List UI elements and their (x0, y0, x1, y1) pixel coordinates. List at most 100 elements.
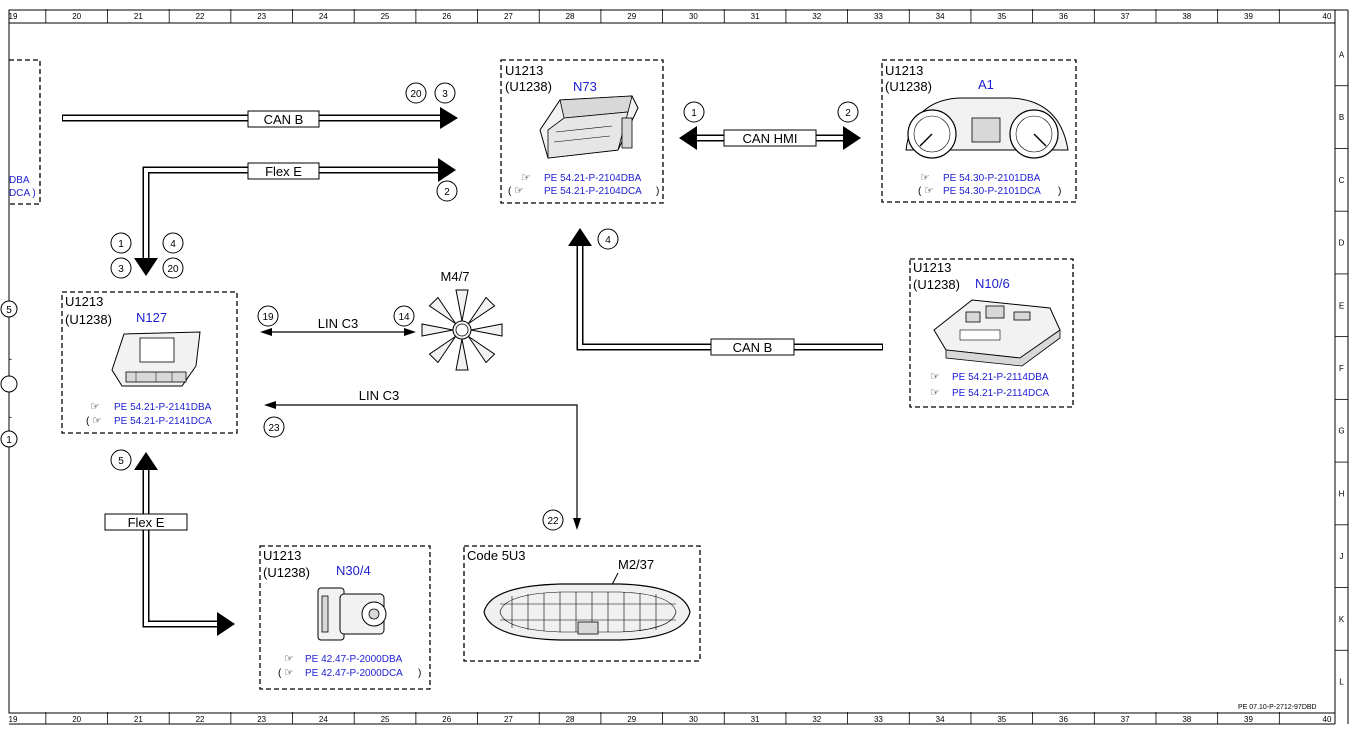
a1-alt-code: (U1238) (885, 79, 932, 94)
column-number: 28 (566, 12, 575, 21)
n30-4-unit-drawing (317, 587, 387, 641)
n30-4-ref2-paren-open: ( (278, 668, 282, 679)
n73-module-drawing (539, 95, 639, 159)
row-letter: E (1339, 301, 1344, 310)
n127-ref2: PE 54.21-P-2141DCA (114, 416, 212, 427)
lin-c3-grille-label: LIN C3 (359, 388, 399, 403)
n10-6-designation: N10/6 (975, 276, 1010, 291)
component-m2-37[interactable]: Code 5U3 M2/37 (463, 545, 701, 662)
a1-code: U1213 (885, 63, 923, 78)
bus-can-b-right: CAN B (568, 228, 883, 356)
n30-4-ref2: PE 42.47-P-2000DCA (305, 668, 403, 679)
component-n127[interactable]: U1213 (U1238) N127 ☞ PE 54.21-P-2141DBA … (61, 291, 238, 434)
left-edge-pin-c (0, 375, 18, 393)
pin-n127-a: 1 (118, 239, 124, 250)
bus-can-b-top: CAN B (62, 107, 458, 129)
column-number: 38 (1182, 12, 1191, 21)
column-number: 32 (812, 12, 821, 21)
bus-lin-c3-fan: LIN C3 (260, 316, 416, 336)
component-a1[interactable]: U1213 (U1238) A1 ☞ PE 54.30-P-2101DBA ( … (881, 59, 1077, 203)
pin-lin-grille-left: 23 (268, 423, 280, 434)
left-partial-ref2[interactable]: DCA ) (9, 188, 36, 199)
n30-4-ref2-paren-close: ) (418, 668, 421, 679)
column-number: 30 (689, 715, 698, 724)
column-number: 37 (1121, 715, 1130, 724)
column-number: 27 (504, 12, 513, 21)
bus-flex-e-bottom: Flex E (104, 452, 235, 636)
column-number: 23 (257, 715, 266, 724)
n30-4-ref1: PE 42.47-P-2000DBA (305, 654, 403, 665)
m2-37-code: Code 5U3 (467, 548, 526, 563)
left-edge-dash: - (9, 354, 12, 364)
column-number: 34 (936, 12, 945, 21)
column-number: 39 (1244, 12, 1253, 21)
pin-can-hmi-left: 1 (691, 108, 697, 119)
lin-c3-fan-label: LIN C3 (318, 316, 358, 331)
can-b-right-label: CAN B (733, 340, 773, 355)
n127-ref-icon-1: ☞ (90, 401, 100, 413)
column-number: 39 (1244, 715, 1253, 724)
component-n10-6[interactable]: U1213 (U1238) N10/6 ☞ PE 54.21-P-2114DBA… (909, 258, 1074, 408)
pin-n127-b: 4 (170, 239, 176, 250)
pin-markers: 20 3 2 1 2 4 1 4 3 20 19 14 23 22 5 (110, 82, 859, 531)
left-partial-component: DBA DCA ) 5 1 - - (0, 59, 41, 448)
row-letter: L (1339, 678, 1344, 687)
pin-lin-fan-left: 19 (262, 312, 274, 323)
frame (8, 9, 1349, 725)
column-number: 40 (1323, 12, 1332, 21)
bus-lin-c3-grille: LIN C3 (264, 388, 581, 530)
column-number: 24 (319, 715, 328, 724)
flex-e-bottom-label: Flex E (128, 515, 165, 530)
component-m4-7[interactable]: M4/7 (421, 269, 503, 371)
a1-ref2-paren-open: ( (918, 186, 922, 197)
column-number: 21 (134, 12, 143, 21)
fan-drawing (421, 289, 503, 371)
column-number: 37 (1121, 12, 1130, 21)
n127-designation: N127 (136, 310, 167, 325)
column-number: 34 (936, 715, 945, 724)
row-letter: H (1339, 489, 1345, 498)
row-letter: G (1338, 427, 1344, 436)
can-b-top-label: CAN B (264, 112, 304, 127)
column-number: 36 (1059, 715, 1068, 724)
column-number: 35 (997, 12, 1006, 21)
column-number: 29 (627, 715, 636, 724)
column-number: 25 (381, 715, 390, 724)
column-number: 20 (72, 12, 81, 21)
column-number: 20 (72, 715, 81, 724)
left-edge-pin-b-label: 1 (6, 435, 12, 446)
column-number: 35 (997, 715, 1006, 724)
column-number: 27 (504, 715, 513, 724)
pin-flex-e-bottom: 5 (118, 456, 124, 467)
a1-designation: A1 (978, 77, 994, 92)
column-number: 32 (812, 715, 821, 724)
n10-6-code: U1213 (913, 260, 951, 275)
m4-7-designation: M4/7 (441, 269, 470, 284)
component-n73[interactable]: U1213 (U1238) N73 ☞ PE 54.21-P-2104DBA (… (500, 59, 664, 204)
row-letter: F (1339, 364, 1344, 373)
pin-can-b-top-b: 3 (442, 89, 448, 100)
column-number: 26 (442, 715, 451, 724)
n73-ref1: PE 54.21-P-2104DBA (544, 173, 642, 184)
left-edge-pin-b (0, 430, 18, 448)
m2-37-designation: M2/37 (618, 557, 654, 572)
n73-ref-icon-2: ☞ (514, 185, 524, 197)
pin-n127-c: 3 (118, 264, 124, 275)
pin-lin-fan-right: 14 (398, 312, 410, 323)
n30-4-designation: N30/4 (336, 563, 371, 578)
column-number: 19 (9, 715, 18, 724)
left-partial-ref1[interactable]: DBA (9, 175, 30, 186)
component-n30-4[interactable]: U1213 (U1238) N30/4 ☞ PE 42.47-P-2000DBA… (259, 545, 431, 690)
column-number: 28 (566, 715, 575, 724)
column-number: 31 (751, 715, 760, 724)
n10-6-ref1: PE 54.21-P-2114DBA (952, 372, 1049, 383)
row-letter: J (1340, 552, 1344, 561)
a1-ref2: PE 54.30-P-2101DCA (943, 186, 1041, 197)
pin-can-b-top-a: 20 (410, 89, 422, 100)
a1-instrument-cluster-drawing (905, 97, 1069, 159)
column-number: 22 (196, 12, 205, 21)
